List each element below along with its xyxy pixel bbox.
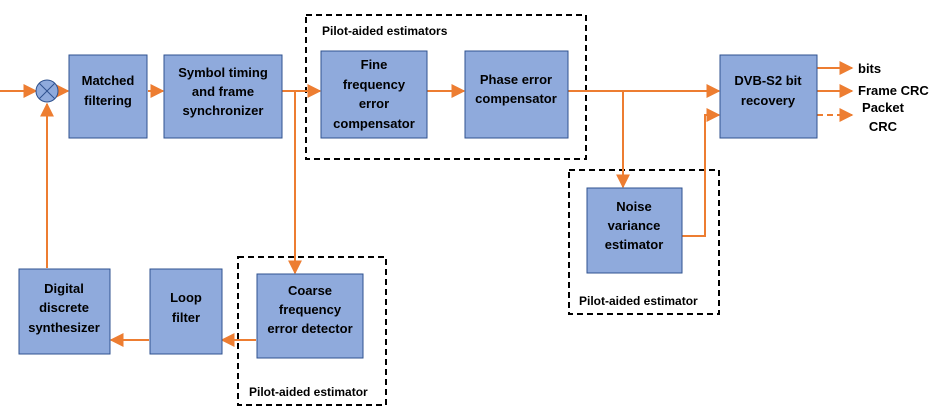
block-label-line: Phase error [480,72,552,87]
block-label-line: compensator [333,116,415,131]
block-label-line: Loop [170,290,202,305]
group-label-top: Pilot-aided estimators [322,24,448,38]
output-label-bits: bits [858,61,881,76]
phase-error-block: Phase error compensator [464,50,569,139]
block-label-line: filter [172,310,200,325]
dvbs2-bit-recovery-block: DVB-S2 bit recovery [719,54,818,139]
noise-estimator-group [568,169,720,315]
block-label-line: error [359,96,389,111]
block-label-line: frequency [279,302,342,317]
block-label-line: Symbol timing [178,65,268,80]
output-label-line: Packet [862,100,905,115]
fine-frequency-block: Fine frequency error compensator [320,50,428,139]
block-label-line: estimator [605,237,664,252]
pilot-aided-estimators-group [305,14,587,160]
block-label-line: synthesizer [28,320,100,335]
coarse-estimator-group [237,256,387,406]
block-label-line: Fine [361,57,388,72]
block-label-line: error detector [267,321,352,336]
block-label-line: frequency [343,77,406,92]
group-label-coarse: Pilot-aided estimator [249,385,368,399]
block-label-line: compensator [475,91,557,106]
block-label-line: Noise [616,199,651,214]
block-label-line: synchronizer [183,103,264,118]
symbol-timing-block: Symbol timing and frame synchronizer [163,54,283,139]
group-label-noise: Pilot-aided estimator [579,294,698,308]
mixer-icon [35,79,59,103]
block-label-line: Matched [82,73,135,88]
loop-filter-block: Loop filter [149,268,223,355]
block-label-line: Coarse [288,283,332,298]
block-label-line: recovery [741,93,796,108]
block-label-line: DVB-S2 bit [734,73,802,88]
block-label-line: variance [608,218,661,233]
matched-filtering-block: Matched filtering [68,54,148,139]
digital-synthesizer-block: Digital discrete synthesizer [18,268,111,355]
block-label-line: filtering [84,93,132,108]
block-label-line: Digital [44,281,84,296]
coarse-frequency-block: Coarse frequency error detector [256,273,364,359]
block-label-line: and frame [192,84,254,99]
noise-variance-block: Noise variance estimator [586,187,683,274]
noise-to-dvbs2-arrow [682,108,721,237]
output-label-line: CRC [869,119,898,134]
output-label-frame-crc: Frame CRC [858,83,929,98]
block-label-line: discrete [39,300,89,315]
